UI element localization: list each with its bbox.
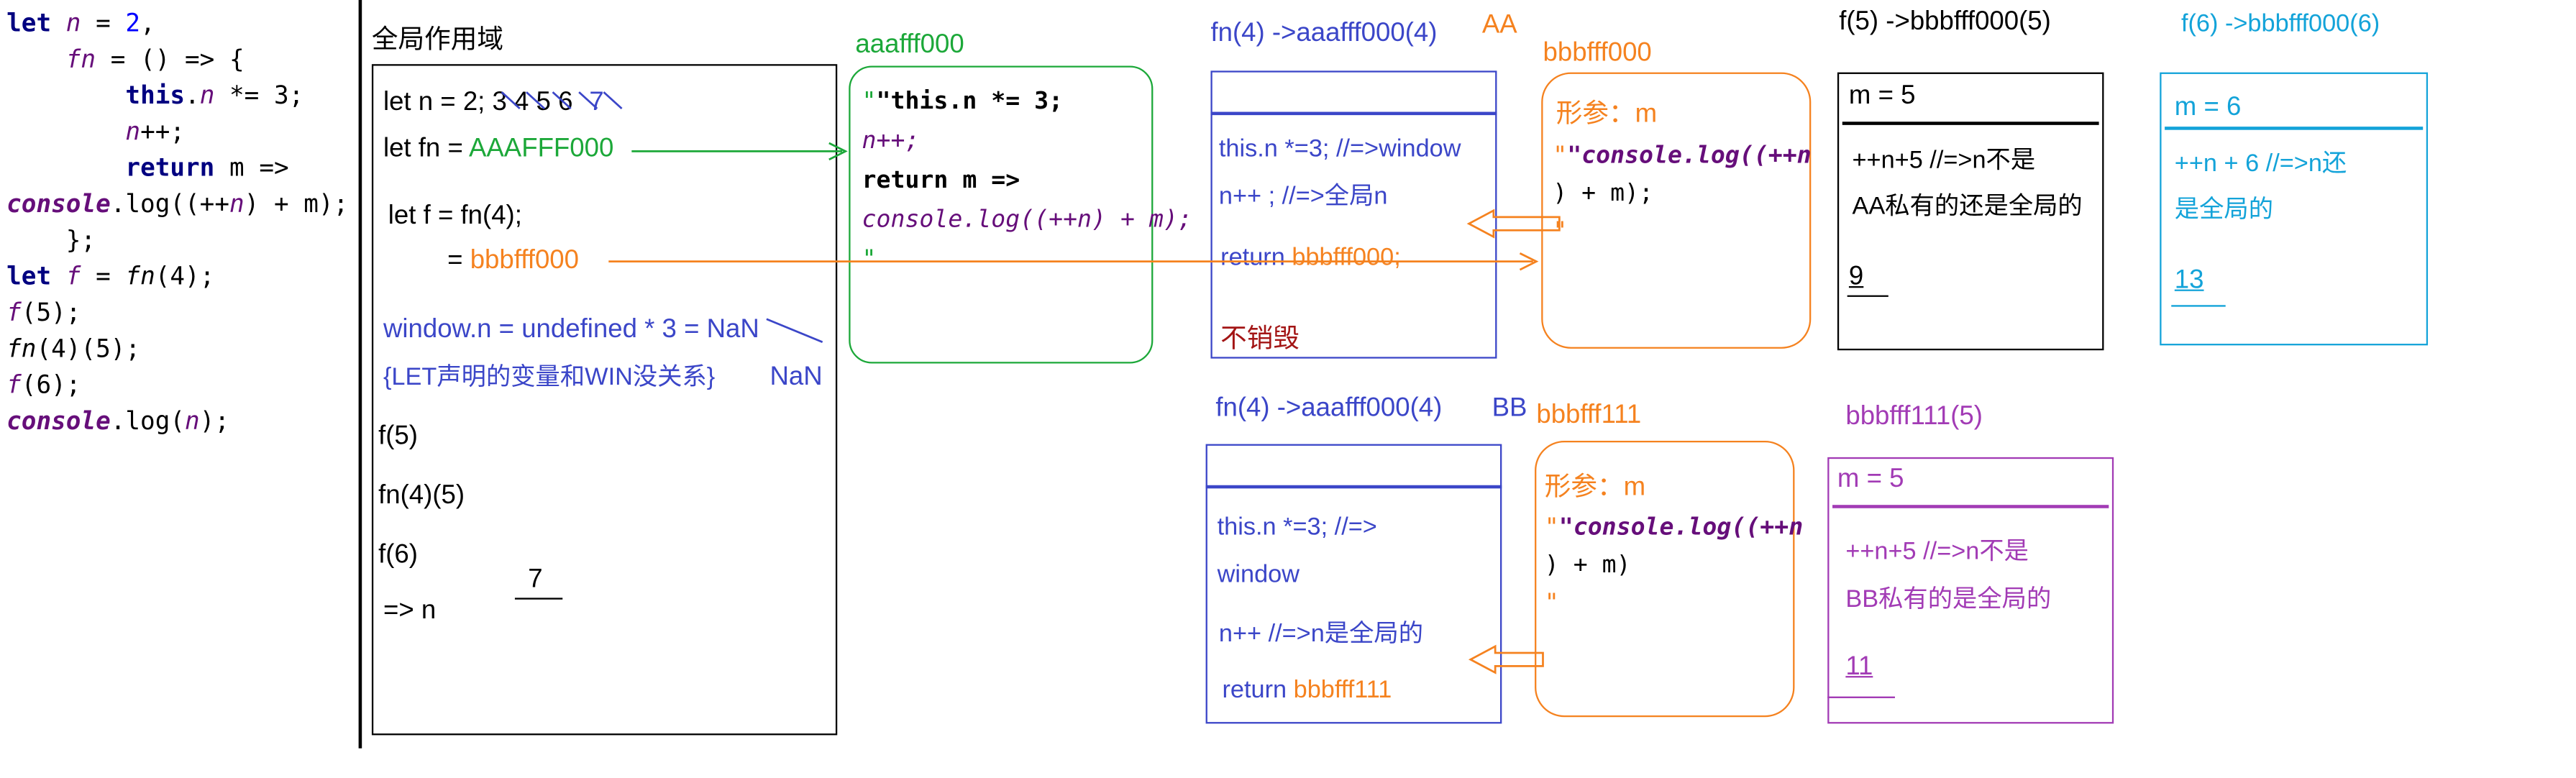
heap-f0-code: ""console.log((++n ) + m); " — [1553, 142, 1812, 245]
heap-fn-title: aaafff000 — [855, 31, 964, 60]
f1-5-line1: ++n+5 //=>n不是 — [1845, 537, 2029, 566]
f6-box — [2160, 72, 2429, 346]
nan-label: NaN — [769, 363, 823, 392]
f1-5-m: m = 5 — [1837, 465, 1904, 494]
ctx-bb-tag: BB — [1492, 394, 1527, 423]
call-fn4-5: fn(4)(5) — [378, 482, 465, 511]
heap-f1-param: 形参：m — [1544, 473, 1646, 502]
f5-result: 9 — [1848, 262, 1864, 291]
f5-m: m = 5 — [1848, 82, 1916, 111]
let-note: {LET声明的变量和WIN没关系} — [383, 363, 716, 392]
global-scope-title: 全局作用域 — [371, 26, 503, 55]
ctx-aa-title: fn(4) ->aaafff000(4) — [1210, 19, 1438, 48]
f6-m: m = 6 — [2174, 93, 2242, 122]
code-line: n++; — [125, 116, 186, 147]
f6-line2: 是全局的 — [2174, 196, 2274, 224]
f5-line1: ++n+5 //=>n不是 — [1852, 146, 2036, 175]
f5-divider — [1842, 122, 2099, 124]
code-line: fn(4)(5); — [6, 334, 141, 364]
heap-fn-box — [849, 65, 1154, 364]
f5-title: f(5) ->bbbfff000(5) — [1839, 8, 2051, 37]
f6-line1: ++n + 6 //=>n还 — [2174, 150, 2347, 178]
code-line: fn = () => { — [65, 44, 245, 74]
ctx-aa-return: return bbbfff000; — [1220, 243, 1401, 272]
heap-fn-code: ""this.n *= 3; n++; return m => console.… — [862, 88, 1192, 273]
ctx-bb-divider — [1205, 485, 1502, 488]
let-fn-line: let fn = AAAFFF000 — [383, 134, 614, 163]
f5-line2: AA私有的还是全局的 — [1852, 192, 2083, 221]
heap-f1-box — [1535, 440, 1795, 718]
call-f5: f(5) — [378, 422, 418, 451]
heap-f1-title: bbbfff111 — [1536, 401, 1642, 429]
ctx-aa-line2: n++ ; //=>全局n — [1218, 182, 1388, 211]
global-scope-box — [371, 64, 838, 736]
f-value-line: = bbbfff000 — [447, 247, 580, 275]
code-line: f(6); — [6, 370, 81, 400]
f1-5-divider — [1832, 505, 2109, 508]
code-line: let f = fn(4); — [6, 261, 215, 291]
ctx-bb-box — [1205, 444, 1502, 724]
window-n-line: window.n = undefined * 3 = NaN — [383, 316, 759, 344]
code-line: this.n *= 3; — [125, 81, 304, 111]
f6-divider — [2165, 127, 2424, 129]
let-f-line: let f = fn(4); — [388, 202, 522, 231]
ctx-bb-return: return bbbfff111 — [1222, 676, 1392, 704]
ctx-bb-line2: window — [1217, 560, 1300, 589]
code-line: let n = 2, — [6, 8, 155, 38]
ctx-bb-line3: n++ //=>n是全局的 — [1218, 620, 1424, 649]
code-line: }; — [65, 225, 96, 255]
f1-5-line2: BB私有的是全局的 — [1845, 585, 2052, 614]
ctx-aa-line1: this.n *=3; //=>window — [1218, 134, 1461, 163]
result-value: 7 — [528, 565, 543, 594]
source-code: let n = 2, fn = () => { this.n *= 3; n++… — [6, 5, 348, 439]
f1-5-title: bbbfff111(5) — [1845, 403, 1983, 431]
code-line: console.log(n); — [6, 406, 230, 436]
f1-5-result: 11 — [1845, 653, 1873, 681]
divider — [358, 0, 362, 749]
heap-f0-title: bbbfff000 — [1543, 39, 1652, 68]
code-line: console.log((++n) + m); — [6, 189, 349, 219]
ctx-bb-line1: this.n *=3; //=> — [1217, 513, 1377, 541]
heap-f1-code: ""console.log((++n ) + m) " — [1544, 514, 1804, 617]
code-line: f(5); — [6, 298, 81, 328]
ctx-aa-note: 不销毁 — [1220, 325, 1300, 354]
call-f6: f(6) — [378, 541, 418, 569]
f6-title: f(6) ->bbbfff000(6) — [2180, 9, 2380, 38]
f1-5-box — [1827, 457, 2114, 724]
f6-result: 13 — [2174, 266, 2204, 295]
ctx-aa-tag: AA — [1481, 12, 1517, 40]
code-line: return m => — [125, 152, 289, 183]
f5-box — [1837, 72, 2104, 351]
heap-f0-param: 形参：m — [1556, 100, 1658, 129]
ctx-aa-divider — [1210, 111, 1497, 114]
ctx-bb-title: fn(4) ->aaafff000(4) — [1215, 394, 1443, 423]
output-n: => n — [383, 597, 437, 626]
